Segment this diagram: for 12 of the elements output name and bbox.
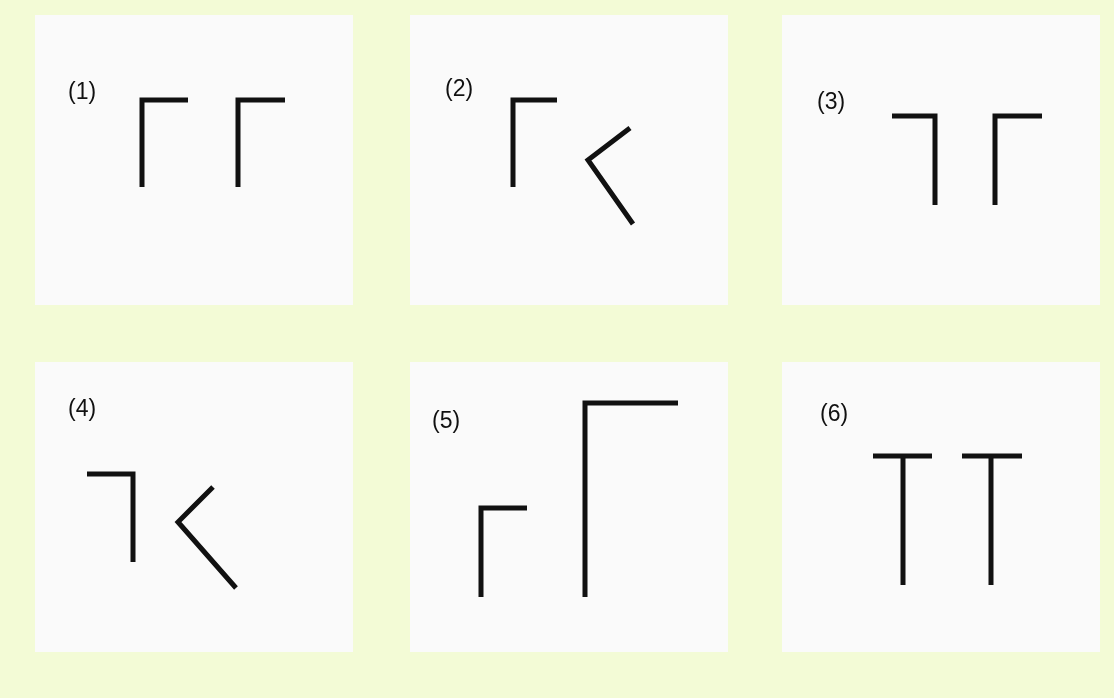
figure-panel — [782, 362, 1100, 652]
figure-panel — [410, 362, 728, 652]
panel-number: (6) — [820, 400, 849, 427]
panel-number: (3) — [817, 88, 846, 115]
figure-panel — [35, 362, 353, 652]
panel-number: (2) — [445, 75, 474, 102]
panel-number: (5) — [432, 407, 461, 434]
figure-panel — [410, 15, 728, 305]
panel-number: (4) — [68, 395, 97, 422]
panel-number: (1) — [68, 78, 97, 105]
figure-panel — [35, 15, 353, 305]
figure-panel — [782, 15, 1100, 305]
